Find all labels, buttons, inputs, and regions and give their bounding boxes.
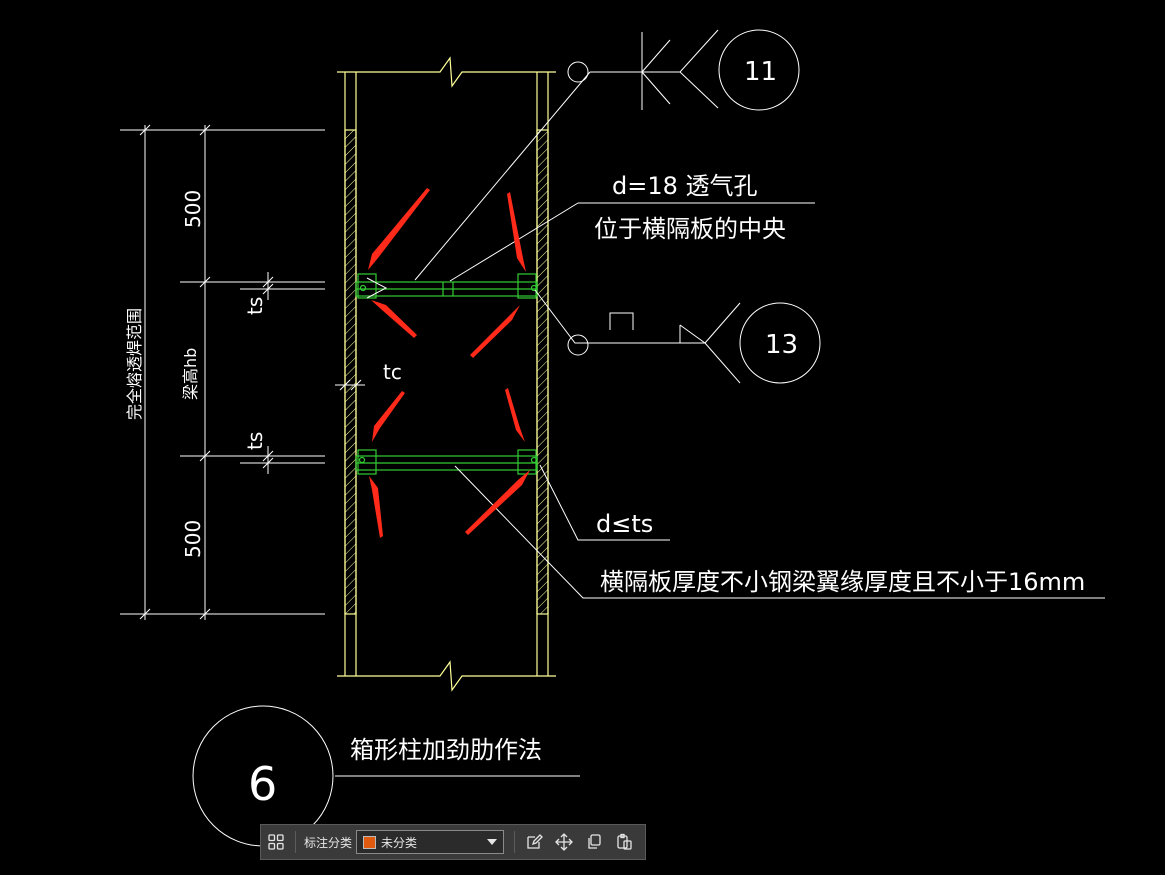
weld-ref-13: 13 [765, 330, 798, 360]
category-selected-value: 未分类 [381, 835, 418, 850]
category-color-swatch [363, 835, 377, 849]
arrow-4 [470, 305, 520, 358]
red-arrows [368, 188, 530, 538]
plate-thickness-note: 横隔板厚度不小钢梁翼缘厚度且不小于16mm [600, 568, 1085, 596]
grid-icon[interactable] [261, 827, 291, 857]
arrow-1 [368, 188, 430, 270]
dim-full-weld: 完全熔透焊范围 [125, 308, 144, 420]
diaphragm-plates [355, 273, 538, 475]
box-column [337, 56, 556, 692]
toolbar-divider [295, 831, 296, 853]
d-le-ts-label: d≤ts [596, 510, 653, 538]
arrow-8 [465, 470, 530, 535]
annotation-category-label: 标注分类 [304, 835, 353, 850]
edit-icon[interactable] [519, 827, 549, 857]
detail-title: 箱形柱加劲肋作法 [350, 736, 542, 764]
arrow-5 [372, 391, 405, 442]
dim-ts-upper: ts [243, 297, 267, 315]
arrow-2 [507, 192, 526, 272]
vent-hole-position: 位于横隔板的中央 [594, 215, 786, 243]
weld-ref-11: 11 [744, 57, 777, 87]
arrow-3 [371, 300, 417, 338]
vent-hole-label: d=18 透气孔 [612, 172, 758, 200]
copy-icon[interactable] [579, 827, 609, 857]
detail-number: 6 [248, 757, 277, 811]
paste-icon[interactable] [609, 827, 639, 857]
dim-beam-height: 梁高hb [181, 348, 200, 400]
leader-lines [192, 29, 1105, 847]
annotation-toolbar: 标注分类 未分类 [260, 824, 646, 860]
dimension-lines [120, 124, 365, 620]
dim-tc: tc [383, 360, 402, 384]
annotation-category-select[interactable]: 未分类 [356, 830, 505, 854]
arrow-6 [505, 388, 525, 442]
dim-top-500: 500 [181, 190, 205, 228]
arrow-7 [369, 476, 383, 538]
toolbar-divider [514, 831, 516, 853]
dim-ts-lower: ts [243, 432, 267, 450]
chevron-down-icon [487, 839, 498, 845]
dim-bottom-500: 500 [181, 520, 205, 558]
move-icon[interactable] [549, 827, 579, 857]
